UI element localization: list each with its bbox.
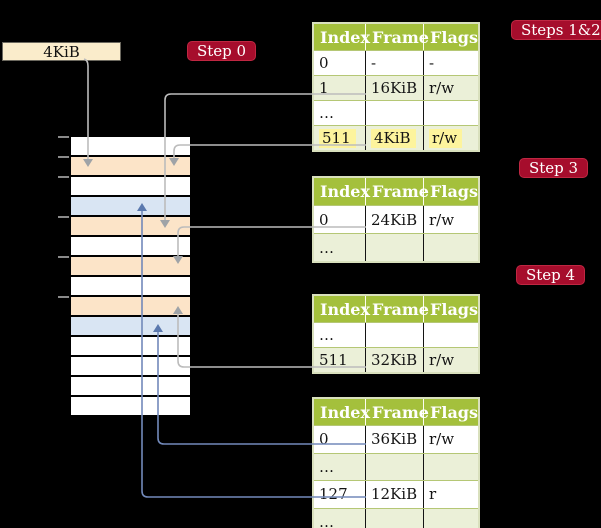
table-cell: 1 (314, 76, 366, 100)
table-cell (366, 234, 424, 261)
table-cell (424, 454, 478, 481)
table-cell (424, 509, 478, 528)
table-cell: 32KiB (366, 348, 424, 372)
table-row: … (314, 100, 478, 125)
memory-frame-row-0-white (71, 137, 190, 155)
table-cell: 12KiB (366, 481, 424, 508)
column-header-frame: Frame (366, 296, 429, 322)
memory-frame-row-8-wheat (71, 297, 190, 315)
table-cell: … (314, 508, 366, 528)
memory-frame-row-10-white (71, 337, 190, 355)
table-cell: 0 (314, 206, 366, 233)
table-cell: r/w (429, 351, 455, 369)
table-row: … (314, 507, 478, 528)
table-cell (424, 234, 478, 261)
table-cell: - (366, 51, 424, 75)
memory-address-tick (58, 296, 69, 298)
table-cell: 511 (314, 348, 366, 372)
table-cell: 0 (314, 426, 366, 453)
table-cell (366, 453, 424, 480)
table-cell: 24KiB (366, 206, 424, 233)
table-cell: - (429, 54, 435, 72)
table-cell: 16KiB (366, 76, 424, 100)
table-cell: … (314, 234, 366, 261)
table-cell: r/w (424, 126, 478, 150)
table-cell: … (314, 323, 366, 347)
table-cell: 4KiB (366, 126, 424, 150)
memory-address-tick (58, 156, 69, 158)
column-header-index: Index (314, 178, 370, 205)
step-0-label: Step 0 (197, 42, 247, 60)
root-table-address-box: 4KiB (2, 42, 121, 61)
column-header-flags: Flags (430, 27, 478, 47)
memory-frame-row-2-white (71, 177, 190, 195)
step-0-badge: Step 0 (187, 41, 257, 61)
column-header-frame: Frame (366, 399, 429, 425)
table-cell: r (429, 485, 437, 504)
table-cell (366, 323, 424, 347)
table-cell: … (314, 101, 366, 125)
column-header-flags: Flags (430, 299, 478, 319)
steps-1-2-label: Steps 1&2 (521, 21, 601, 39)
step-4-label: Step 4 (526, 266, 576, 284)
steps-1-2-badge: Steps 1&2 (511, 20, 601, 40)
column-header-flags: Flags (430, 402, 478, 422)
table-cell (366, 101, 424, 125)
memory-address-tick (58, 176, 69, 178)
column-header-index: Index (314, 24, 370, 50)
memory-frame-row-12-white (71, 377, 190, 395)
table-cell: 511 (314, 126, 366, 150)
table-cell: 0 (314, 51, 366, 75)
table-cell: r/w (429, 210, 455, 229)
memory-frame-row-4-wheat (71, 217, 190, 235)
table-cell: 127 (314, 481, 366, 508)
step-3-badge: Step 3 (519, 158, 589, 178)
table-cell: 36KiB (366, 426, 424, 453)
table-cell: r/w (429, 79, 455, 97)
column-header-index: Index (314, 296, 370, 322)
memory-frame-row-3-blue (71, 197, 190, 215)
memory-address-tick (58, 216, 69, 218)
column-header-frame: Frame (366, 24, 429, 50)
memory-frame-row-5-white (71, 237, 190, 255)
step-4-badge: Step 4 (516, 265, 586, 285)
root-table-address-label: 4KiB (43, 42, 80, 61)
table-cell (424, 101, 478, 125)
memory-frame-row-9-blue (71, 317, 190, 335)
column-header-index: Index (314, 399, 370, 425)
memory-address-tick (58, 256, 69, 258)
table-row: … (314, 233, 478, 261)
table-cell (424, 323, 478, 347)
table-cell: r/w (429, 430, 455, 449)
step-3-label: Step 3 (529, 159, 579, 177)
column-header-frame: Frame (366, 178, 429, 205)
table-cell: … (314, 453, 366, 480)
memory-frame-row-1-wheat (71, 157, 190, 175)
table-row: 0-- (314, 50, 478, 75)
table-row: … (314, 452, 478, 481)
memory-frame-row-6-wheat (71, 257, 190, 275)
table-cell (366, 508, 424, 528)
table-row: … (314, 322, 478, 347)
memory-address-tick (58, 136, 69, 138)
column-header-flags: Flags (430, 182, 478, 201)
memory-frame-row-13-white (71, 397, 190, 415)
physical-memory-stack (71, 137, 190, 415)
memory-frame-row-7-white (71, 277, 190, 295)
memory-frame-row-11-white (71, 357, 190, 375)
